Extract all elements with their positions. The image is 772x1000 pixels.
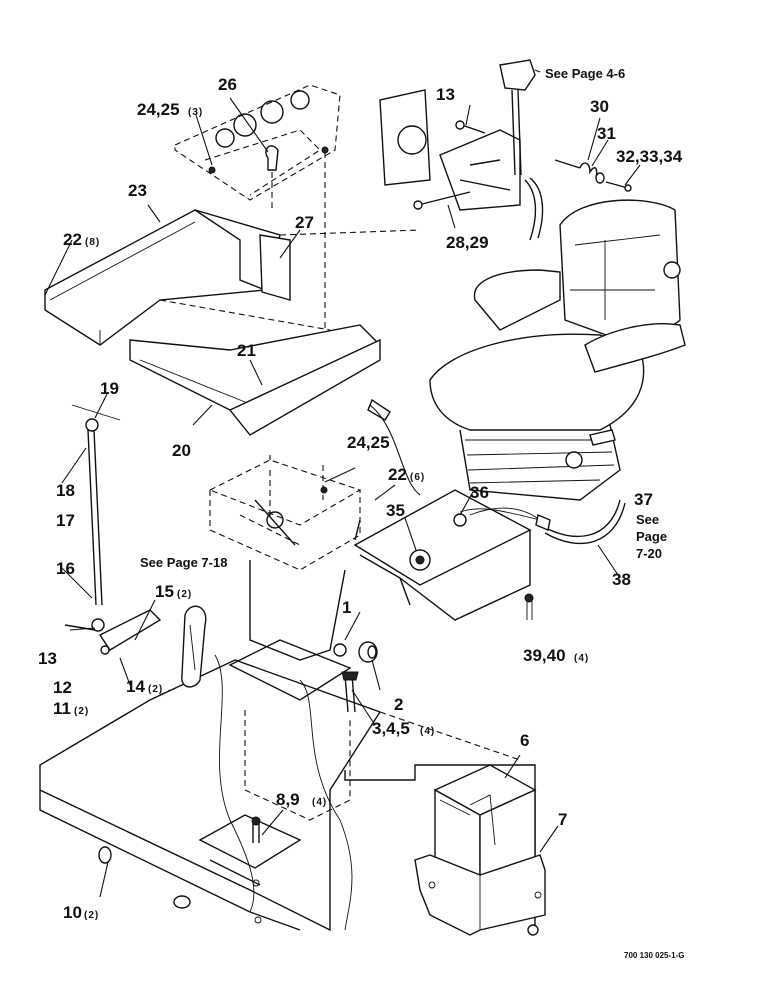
floor-plate xyxy=(39,654,521,932)
callout-7: 7 xyxy=(558,810,567,829)
callout-24-25-upper: 24,25 xyxy=(137,100,180,119)
callout-22-lower-qty: (6) xyxy=(410,472,425,483)
control-bracket xyxy=(379,59,544,241)
callout-14: 14 xyxy=(126,677,145,696)
callout-10: 10 xyxy=(63,903,82,922)
see-page-4-6-note: See Page 4-6 xyxy=(545,66,625,81)
see-page-7-20-note-line3: 7-20 xyxy=(636,546,662,561)
see-page-7-20-note-line2: Page xyxy=(636,529,667,544)
callout-14-qty: (2) xyxy=(148,684,163,695)
callout-24-25-upper-qty: (3) xyxy=(188,107,203,118)
callout-31: 31 xyxy=(597,124,616,143)
callout-27: 27 xyxy=(295,213,314,232)
callout-20: 20 xyxy=(172,441,191,460)
callout-28-29: 28,29 xyxy=(446,233,489,252)
callout-3-4-5: 3,4,5 xyxy=(372,719,410,738)
callout-19: 19 xyxy=(100,379,119,398)
callout-38: 38 xyxy=(612,570,631,589)
wiring-harness xyxy=(453,499,626,545)
callout-labels: 1 2 3,4,5 (4) 6 7 8,9 (4) 10 (2) 11 (2) … xyxy=(38,75,683,922)
console-panels xyxy=(44,209,421,436)
figure-id: 700 130 025-1-G xyxy=(624,951,685,960)
callout-12: 12 xyxy=(53,678,72,697)
callout-8-9-qty: (4) xyxy=(312,797,327,808)
callout-2: 2 xyxy=(394,695,403,714)
seat-mount-frame xyxy=(208,455,362,571)
callout-3-4-5-qty: (4) xyxy=(420,726,435,737)
callout-11-qty: (2) xyxy=(74,706,89,717)
operator-seat xyxy=(429,199,686,501)
callout-6: 6 xyxy=(520,731,529,750)
box-and-bracket xyxy=(344,764,546,936)
callout-10-qty: (2) xyxy=(84,910,99,921)
seat-base-bracket xyxy=(353,398,541,621)
callout-35: 35 xyxy=(386,501,405,520)
callout-36: 36 xyxy=(470,483,489,502)
callout-22-lower: 22 xyxy=(388,465,407,484)
callout-13-upper: 13 xyxy=(436,85,455,104)
callout-26: 26 xyxy=(218,75,237,94)
callout-37: 37 xyxy=(634,490,653,509)
callout-23: 23 xyxy=(128,181,147,200)
leader-lines xyxy=(44,69,641,898)
callout-8-9: 8,9 xyxy=(276,790,300,809)
callout-24-25-lower: 24,25 xyxy=(347,433,390,452)
callout-17: 17 xyxy=(56,511,75,530)
callout-32-33-34: 32,33,34 xyxy=(616,147,683,166)
callout-39-40-qty: (4) xyxy=(574,653,589,664)
hardware-right xyxy=(554,159,632,192)
see-page-7-20-note-line1: See xyxy=(636,512,659,527)
callout-16: 16 xyxy=(56,559,75,578)
callout-15: 15 xyxy=(155,582,174,601)
callout-22-upper-qty: (8) xyxy=(85,237,100,248)
callout-11: 11 xyxy=(53,699,71,718)
callout-15-qty: (2) xyxy=(177,589,192,600)
reference-notes: See Page 4-6 See Page 7-18 See Page 7-20 xyxy=(140,66,667,570)
instrument-panel xyxy=(174,84,341,330)
callout-22-upper: 22 xyxy=(63,230,82,249)
callout-39-40: 39,40 xyxy=(523,646,566,665)
callout-21: 21 xyxy=(237,341,256,360)
callout-18: 18 xyxy=(56,481,75,500)
see-page-7-18-note: See Page 7-18 xyxy=(140,555,227,570)
callout-30: 30 xyxy=(590,97,609,116)
seat-pedestal xyxy=(198,560,378,887)
callout-13-lower: 13 xyxy=(38,649,57,668)
callout-1: 1 xyxy=(342,598,351,617)
